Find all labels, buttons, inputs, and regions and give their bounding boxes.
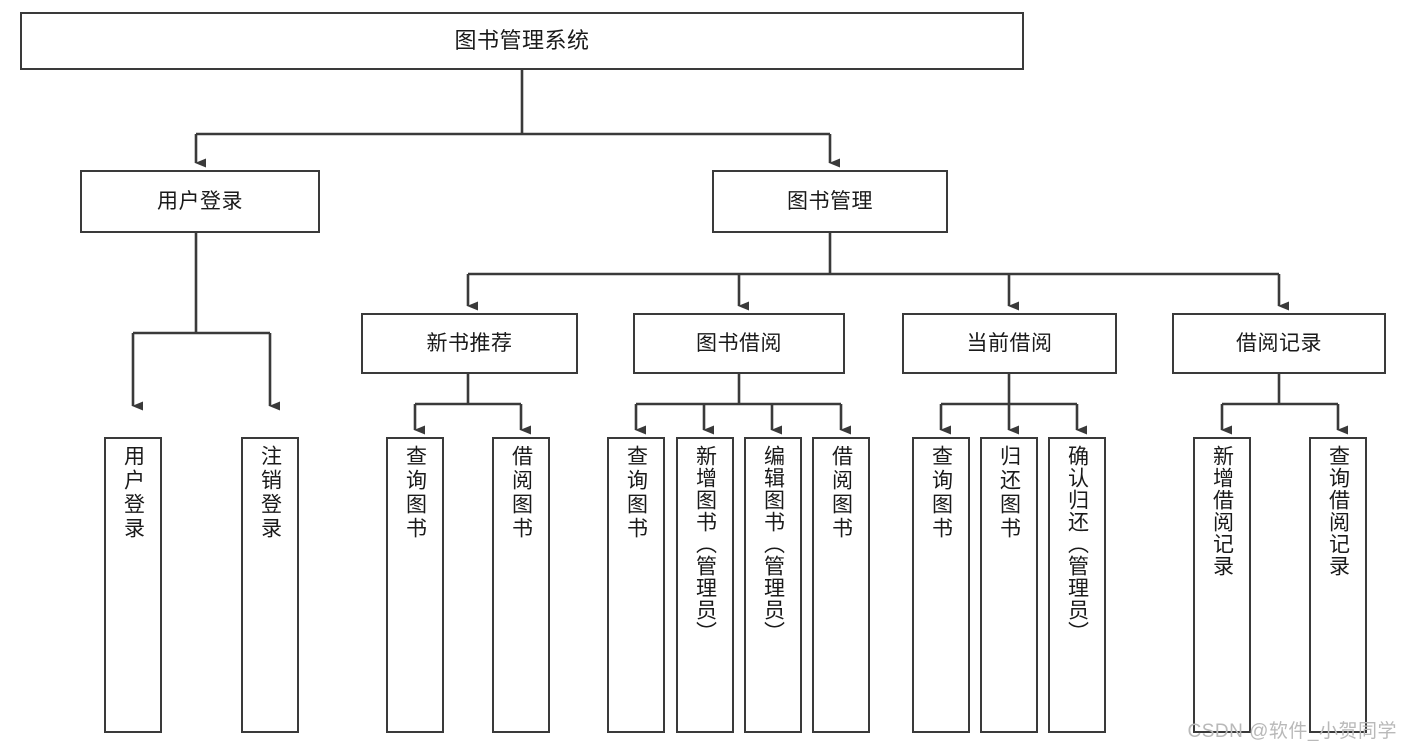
leaf-book-borrow-borrow[interactable]: 借阅图书 [812,437,870,733]
node-label: 编辑图书（管理员） [761,445,785,643]
node-label: 当前借阅 [966,331,1053,355]
node-label: 新书推荐 [426,331,513,355]
node-label: 借阅图书 [509,445,533,541]
node-label: 新增借阅记录 [1210,445,1234,577]
leaf-book-borrow-edit[interactable]: 编辑图书（管理员） [744,437,802,733]
node-book-borrow[interactable]: 图书借阅 [633,313,845,374]
node-label: 借阅图书 [829,445,853,541]
node-user-login[interactable]: 用户登录 [80,170,320,233]
node-label: 用户登录 [121,445,145,541]
node-label: 图书管理 [787,189,873,213]
node-new-book-recommend[interactable]: 新书推荐 [361,313,578,374]
leaf-new-book-borrow[interactable]: 借阅图书 [492,437,550,733]
node-label: 借阅记录 [1236,331,1322,355]
leaf-book-borrow-query[interactable]: 查询图书 [607,437,665,733]
node-label: 确认归还（管理员） [1065,445,1089,643]
watermark-text: CSDN @软件_小贺同学 [1187,721,1397,742]
node-label: 新增图书（管理员） [693,445,717,643]
node-label: 归还图书 [997,445,1021,541]
leaf-user-login-login[interactable]: 用户登录 [104,437,162,733]
leaf-current-borrow-return[interactable]: 归还图书 [980,437,1038,733]
leaf-borrow-record-query[interactable]: 查询借阅记录 [1309,437,1367,733]
node-label: 查询图书 [929,445,953,541]
node-label: 图书借阅 [696,331,782,355]
leaf-user-login-logout[interactable]: 注销登录 [241,437,299,733]
node-label: 查询借阅记录 [1326,445,1350,577]
node-label: 图书管理系统 [454,27,590,53]
node-current-borrow[interactable]: 当前借阅 [902,313,1117,374]
node-label: 查询图书 [624,445,648,541]
leaf-current-borrow-confirm-return[interactable]: 确认归还（管理员） [1048,437,1106,733]
leaf-new-book-query[interactable]: 查询图书 [386,437,444,733]
node-borrow-record[interactable]: 借阅记录 [1172,313,1386,374]
leaf-book-borrow-add[interactable]: 新增图书（管理员） [676,437,734,733]
leaf-current-borrow-query[interactable]: 查询图书 [912,437,970,733]
leaf-borrow-record-add[interactable]: 新增借阅记录 [1193,437,1251,733]
node-book-management[interactable]: 图书管理 [712,170,948,233]
node-label: 注销登录 [258,445,282,541]
node-label: 用户登录 [157,189,243,213]
node-label: 查询图书 [403,445,427,541]
node-root-system[interactable]: 图书管理系统 [20,12,1024,70]
